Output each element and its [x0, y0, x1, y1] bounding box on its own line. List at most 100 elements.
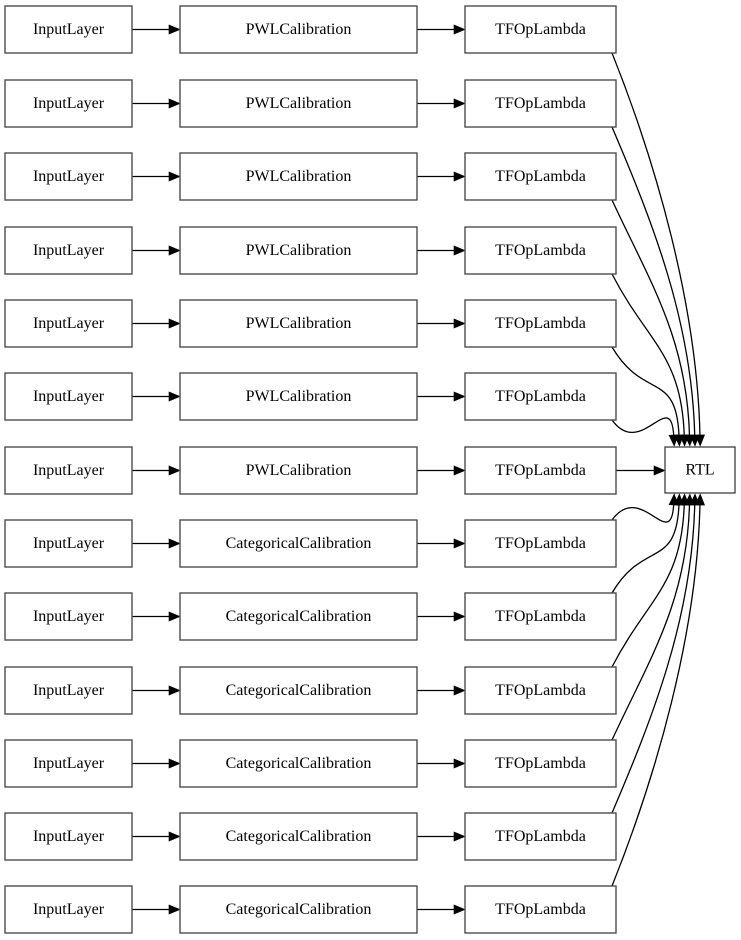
- node-input-layer-12-box: [4, 885, 133, 934]
- node-tfoplambda-6-box: [464, 446, 617, 495]
- node-pwl-calibration-0[interactable]: PWLCalibration: [179, 5, 418, 54]
- node-pwl-calibration-5-label: PWLCalibration: [246, 388, 352, 405]
- edge-input-12-to-calibration-arrowhead: [168, 904, 181, 915]
- node-input-layer-2[interactable]: InputLayer: [4, 152, 133, 201]
- node-input-layer-8[interactable]: InputLayer: [4, 592, 133, 641]
- node-input-layer-7-box: [4, 519, 133, 568]
- node-tfoplambda-1[interactable]: TFOpLambda: [464, 79, 617, 128]
- edge-calibration-1-to-lambda-arrowhead: [453, 98, 466, 109]
- node-categorical-calibration-11[interactable]: CategoricalCalibration: [179, 812, 418, 861]
- node-pwl-calibration-5[interactable]: PWLCalibration: [179, 372, 418, 421]
- edge-lambda-12-to-rtl-arrowhead: [694, 493, 706, 506]
- node-tfoplambda-0-label: TFOpLambda: [495, 21, 586, 38]
- edge-calibration-9-to-lambda-arrowhead: [453, 685, 466, 696]
- node-tfoplambda-6-label: TFOpLambda: [495, 462, 586, 479]
- edge-calibration-4-to-lambda-arrowhead: [453, 318, 466, 329]
- node-tfoplambda-9-box: [464, 666, 617, 715]
- node-input-layer-8-box: [4, 592, 133, 641]
- node-pwl-calibration-1-label: PWLCalibration: [246, 95, 352, 112]
- node-rtl-output[interactable]: RTL: [664, 446, 736, 494]
- node-pwl-calibration-6-box: [179, 446, 418, 495]
- edge-lambda-5-to-rtl: [611, 417, 675, 437]
- node-pwl-calibration-2[interactable]: PWLCalibration: [179, 152, 418, 201]
- node-input-layer-6[interactable]: InputLayer: [4, 446, 133, 495]
- node-categorical-calibration-10[interactable]: CategoricalCalibration: [179, 739, 418, 788]
- node-input-layer-10-label: InputLayer: [33, 755, 105, 772]
- node-input-layer-0[interactable]: InputLayer: [4, 5, 133, 54]
- node-input-layer-12[interactable]: InputLayer: [4, 885, 133, 934]
- node-input-layer-9[interactable]: InputLayer: [4, 666, 133, 715]
- node-input-layer-2-label: InputLayer: [33, 168, 105, 185]
- node-categorical-calibration-8-label: CategoricalCalibration: [226, 608, 372, 625]
- node-input-layer-0-label: InputLayer: [33, 21, 105, 38]
- node-tfoplambda-9[interactable]: TFOpLambda: [464, 666, 617, 715]
- node-input-layer-5[interactable]: InputLayer: [4, 372, 133, 421]
- node-pwl-calibration-3-label: PWLCalibration: [246, 242, 352, 259]
- node-tfoplambda-3[interactable]: TFOpLambda: [464, 226, 617, 275]
- node-input-layer-1-label: InputLayer: [33, 95, 105, 112]
- edge-input-11-to-calibration-arrowhead: [168, 831, 181, 842]
- node-pwl-calibration-4[interactable]: PWLCalibration: [179, 299, 418, 348]
- node-categorical-calibration-7[interactable]: CategoricalCalibration: [179, 519, 418, 568]
- node-categorical-calibration-9[interactable]: CategoricalCalibration: [179, 666, 418, 715]
- node-tfoplambda-0[interactable]: TFOpLambda: [464, 5, 617, 54]
- node-categorical-calibration-12[interactable]: CategoricalCalibration: [179, 885, 418, 934]
- node-tfoplambda-6[interactable]: TFOpLambda: [464, 446, 617, 495]
- node-input-layer-3[interactable]: InputLayer: [4, 226, 133, 275]
- node-input-layer-4-box: [4, 299, 133, 348]
- node-tfoplambda-10-box: [464, 739, 617, 788]
- node-categorical-calibration-7-label: CategoricalCalibration: [226, 535, 372, 552]
- edge-calibration-5-to-lambda-arrowhead: [453, 391, 466, 402]
- node-input-layer-11[interactable]: InputLayer: [4, 812, 133, 861]
- edge-calibration-2-to-lambda-arrowhead: [453, 171, 466, 182]
- node-input-layer-7-label: InputLayer: [33, 535, 105, 552]
- node-categorical-calibration-9-box: [179, 666, 418, 715]
- node-tfoplambda-5[interactable]: TFOpLambda: [464, 372, 617, 421]
- node-input-layer-1-box: [4, 79, 133, 128]
- edge-input-1-to-calibration-arrowhead: [168, 98, 181, 109]
- node-input-layer-11-box: [4, 812, 133, 861]
- node-tfoplambda-3-box: [464, 226, 617, 275]
- edge-lambda-3-to-rtl: [611, 273, 685, 437]
- node-pwl-calibration-6[interactable]: PWLCalibration: [179, 446, 418, 495]
- node-categorical-calibration-7-box: [179, 519, 418, 568]
- node-tfoplambda-11[interactable]: TFOpLambda: [464, 812, 617, 861]
- edge-lambda-5-to-rtl-arrowhead: [668, 434, 679, 447]
- edge-input-0-to-calibration-arrowhead: [168, 24, 181, 35]
- node-tfoplambda-7[interactable]: TFOpLambda: [464, 519, 617, 568]
- edge-input-3-to-calibration-arrowhead: [168, 245, 181, 256]
- node-pwl-calibration-2-label: PWLCalibration: [246, 168, 352, 185]
- edge-lambda-4-to-rtl: [611, 346, 680, 437]
- node-pwl-calibration-1[interactable]: PWLCalibration: [179, 79, 418, 128]
- edge-lambda-6-to-rtl-arrowhead: [653, 465, 666, 476]
- node-tfoplambda-5-box: [464, 372, 617, 421]
- node-pwl-calibration-1-box: [179, 79, 418, 128]
- node-tfoplambda-2[interactable]: TFOpLambda: [464, 152, 617, 201]
- node-categorical-calibration-8[interactable]: CategoricalCalibration: [179, 592, 418, 641]
- node-tfoplambda-12[interactable]: TFOpLambda: [464, 885, 617, 934]
- node-tfoplambda-8[interactable]: TFOpLambda: [464, 592, 617, 641]
- edge-calibration-3-to-lambda-arrowhead: [453, 245, 466, 256]
- node-pwl-calibration-4-box: [179, 299, 418, 348]
- edge-input-5-to-calibration-arrowhead: [168, 391, 181, 402]
- node-input-layer-4[interactable]: InputLayer: [4, 299, 133, 348]
- edge-lambda-1-to-rtl: [611, 126, 696, 437]
- node-tfoplambda-10[interactable]: TFOpLambda: [464, 739, 617, 788]
- edge-input-4-to-calibration-arrowhead: [168, 318, 181, 329]
- node-tfoplambda-4[interactable]: TFOpLambda: [464, 299, 617, 348]
- node-input-layer-7[interactable]: InputLayer: [4, 519, 133, 568]
- node-tfoplambda-9-label: TFOpLambda: [495, 682, 586, 699]
- node-pwl-calibration-4-label: PWLCalibration: [246, 315, 352, 332]
- node-input-layer-10[interactable]: InputLayer: [4, 739, 133, 788]
- edge-lambda-10-to-rtl: [611, 503, 691, 741]
- node-input-layer-1[interactable]: InputLayer: [4, 79, 133, 128]
- edge-input-9-to-calibration-arrowhead: [168, 685, 181, 696]
- edge-calibration-7-to-lambda-arrowhead: [453, 538, 466, 549]
- node-pwl-calibration-0-label: PWLCalibration: [246, 21, 352, 38]
- node-input-layer-9-label: InputLayer: [33, 682, 105, 699]
- node-pwl-calibration-3[interactable]: PWLCalibration: [179, 226, 418, 275]
- node-input-layer-9-box: [4, 666, 133, 715]
- edge-lambda-7-to-rtl: [611, 503, 675, 523]
- node-tfoplambda-4-box: [464, 299, 617, 348]
